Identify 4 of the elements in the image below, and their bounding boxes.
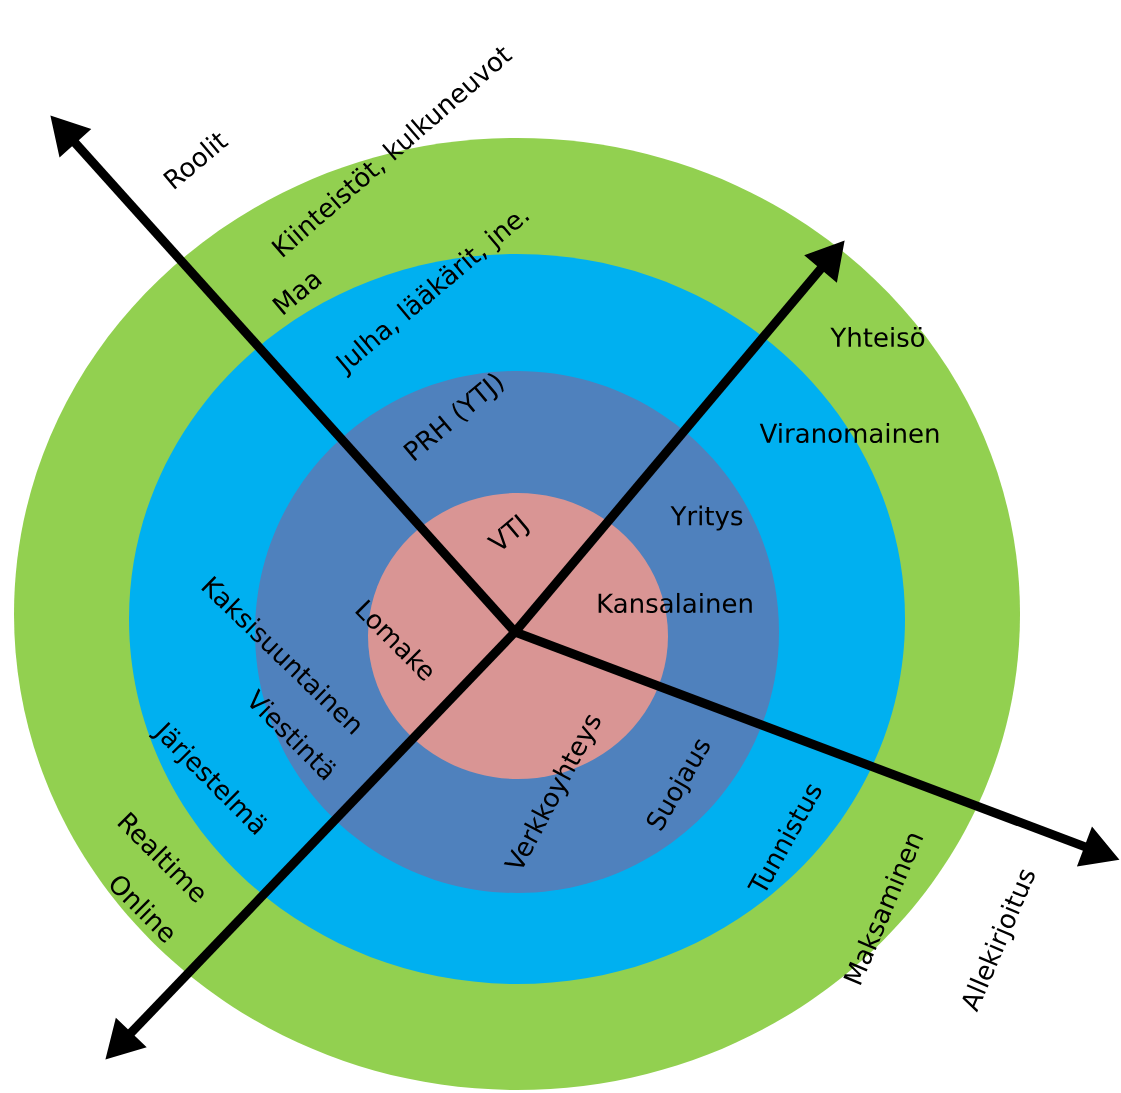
ring-label: Yritys [670,505,743,531]
ring-label: Yhteisö [830,326,925,348]
ring-label: Maa [271,274,322,315]
ring-label: VTJ [486,514,530,549]
